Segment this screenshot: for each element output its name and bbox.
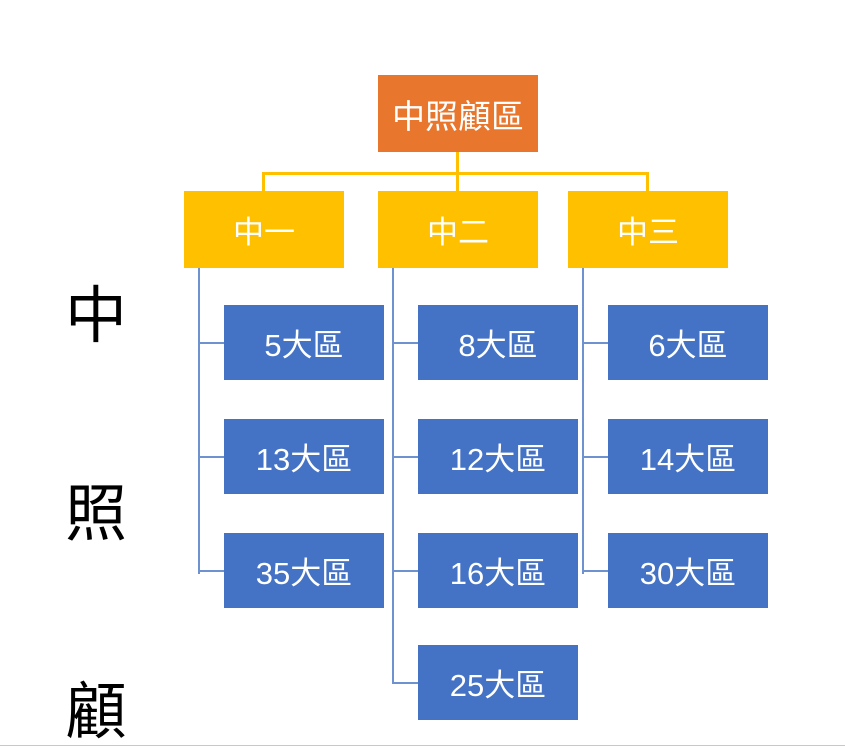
- connector-stub-branch-3-child-3: [582, 570, 608, 572]
- connector-level2-bus: [262, 172, 649, 175]
- connector-stub-branch-1-child-1: [198, 342, 224, 344]
- node-branch-2-child-4-label: 25大區: [449, 668, 547, 703]
- node-branch-1-child-2[interactable]: 13大區: [224, 419, 384, 494]
- node-branch-2-child-3-label: 16大區: [449, 556, 547, 591]
- node-branch-3-child-1[interactable]: 6大區: [608, 305, 768, 380]
- connector-root-drop: [456, 152, 459, 191]
- bottom-divider: [0, 745, 845, 746]
- node-branch-2-label: 中二: [427, 215, 489, 250]
- node-branch-2[interactable]: 中二: [378, 191, 538, 268]
- node-branch-1-label: 中一: [233, 215, 295, 250]
- title-char-1: 中: [64, 283, 127, 351]
- connector-drop-branch-1: [262, 172, 265, 191]
- chart-title-vertical: 中 照 顧 區 架 構 圖: [58, 152, 134, 746]
- node-branch-1-child-1[interactable]: 5大區: [224, 305, 384, 380]
- connector-stub-branch-2-child-3: [392, 570, 418, 572]
- node-branch-3-label: 中三: [617, 215, 679, 250]
- connector-spine-branch-2: [392, 268, 394, 684]
- node-branch-2-child-2[interactable]: 12大區: [418, 419, 578, 494]
- node-root-label: 中照顧區: [392, 97, 524, 135]
- connector-stub-branch-2-child-1: [392, 342, 418, 344]
- node-branch-2-child-3[interactable]: 16大區: [418, 533, 578, 608]
- connector-stub-branch-1-child-2: [198, 456, 224, 458]
- title-char-3: 顧: [64, 679, 127, 747]
- node-branch-2-child-1-label: 8大區: [458, 328, 538, 363]
- connector-stub-branch-3-child-2: [582, 456, 608, 458]
- node-branch-2-child-2-label: 12大區: [449, 442, 547, 477]
- node-branch-3-child-3-label: 30大區: [639, 556, 737, 591]
- node-branch-3-child-3[interactable]: 30大區: [608, 533, 768, 608]
- connector-stub-branch-2-child-2: [392, 456, 418, 458]
- node-branch-1-child-2-label: 13大區: [255, 442, 353, 477]
- node-branch-3[interactable]: 中三: [568, 191, 728, 268]
- connector-spine-branch-1: [198, 268, 200, 574]
- node-branch-1-child-3-label: 35大區: [255, 556, 353, 591]
- connector-stub-branch-3-child-1: [582, 342, 608, 344]
- node-branch-3-child-2[interactable]: 14大區: [608, 419, 768, 494]
- title-char-2: 照: [64, 481, 127, 549]
- connector-drop-branch-3: [646, 172, 649, 191]
- node-branch-3-child-1-label: 6大區: [648, 328, 728, 363]
- node-root[interactable]: 中照顧區: [378, 75, 538, 152]
- connector-stub-branch-1-child-3: [198, 570, 224, 572]
- node-branch-1-child-3[interactable]: 35大區: [224, 533, 384, 608]
- node-branch-2-child-4[interactable]: 25大區: [418, 645, 578, 720]
- node-branch-1-child-1-label: 5大區: [264, 328, 344, 363]
- node-branch-2-child-1[interactable]: 8大區: [418, 305, 578, 380]
- connector-spine-branch-3: [582, 268, 584, 574]
- node-branch-1[interactable]: 中一: [184, 191, 344, 268]
- node-branch-3-child-2-label: 14大區: [639, 442, 737, 477]
- connector-stub-branch-2-child-4: [392, 682, 418, 684]
